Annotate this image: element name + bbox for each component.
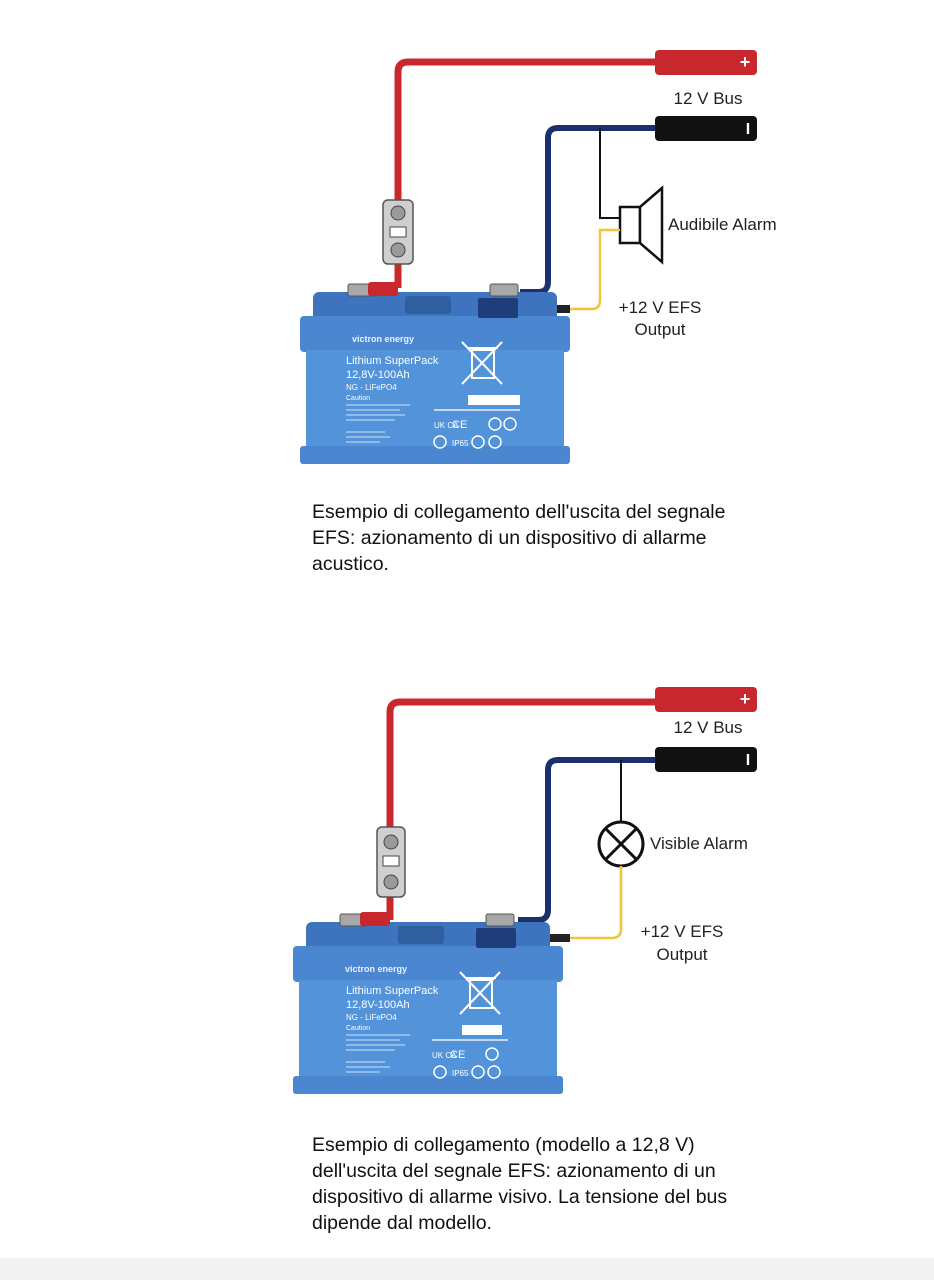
efs-label-line2: Output bbox=[656, 945, 707, 964]
efs-signal-wire bbox=[570, 866, 623, 940]
positive-wire bbox=[394, 58, 660, 288]
battery-rating: 12,8V-100Ah bbox=[346, 999, 410, 1011]
recycle-bin-icon bbox=[461, 341, 503, 385]
page-footer-band bbox=[0, 1258, 934, 1280]
efs-signal-wire bbox=[570, 228, 620, 311]
recycle-bin-icon bbox=[459, 971, 501, 1015]
battery-fine-print bbox=[346, 1034, 410, 1073]
bus-label: 12 V Bus bbox=[674, 718, 743, 737]
negative-wire bbox=[520, 125, 660, 295]
negative-symbol: I bbox=[746, 121, 750, 138]
battery-brand: victron energy bbox=[345, 964, 407, 974]
battery-fine-print bbox=[346, 404, 410, 443]
negative-symbol: I bbox=[746, 752, 750, 769]
certification-marks: UK CA CE IP65 bbox=[432, 1047, 501, 1079]
battery: victron energy Lithium SuperPack 12,8V-1… bbox=[300, 282, 570, 464]
wiring-diagram-2: + 12 V Bus I Visible Alarm +12 V EFS Out… bbox=[293, 687, 757, 1094]
battery-label-strip bbox=[462, 1025, 502, 1035]
battery-rating: 12,8V-100Ah bbox=[346, 369, 410, 381]
positive-terminal: + bbox=[655, 50, 757, 75]
svg-text:UK CA: UK CA bbox=[432, 1051, 457, 1060]
positive-terminal: + bbox=[655, 687, 757, 712]
svg-text:CE: CE bbox=[450, 1049, 465, 1061]
efs-label-line1: +12 V EFS bbox=[619, 298, 702, 317]
positive-symbol: + bbox=[740, 689, 751, 709]
battery-caution: Caution bbox=[346, 1025, 370, 1032]
battery-brand: victron energy bbox=[352, 334, 414, 344]
alarm-label: Visible Alarm bbox=[650, 834, 748, 853]
battery-label-strip bbox=[468, 395, 520, 405]
battery-model: Lithium SuperPack bbox=[346, 355, 439, 367]
svg-text:UK CA: UK CA bbox=[434, 421, 459, 430]
alarm-label: Audibile Alarm bbox=[668, 215, 777, 234]
negative-wire bbox=[518, 757, 660, 923]
bus-label: 12 V Bus bbox=[674, 89, 743, 108]
alarm-ground-wire bbox=[599, 128, 620, 219]
battery-caution: Caution bbox=[346, 395, 370, 402]
lamp-icon bbox=[597, 820, 645, 868]
svg-text:CE: CE bbox=[452, 419, 467, 431]
diagram-visible-alarm: + 12 V Bus I Visible Alarm +12 V EFS Out… bbox=[0, 630, 934, 1250]
positive-symbol: + bbox=[740, 52, 751, 72]
negative-terminal: I bbox=[655, 116, 757, 141]
svg-text:IP65: IP65 bbox=[452, 1069, 469, 1078]
battery-chemistry: NG - LiFePO4 bbox=[346, 1013, 397, 1022]
negative-terminal: I bbox=[655, 747, 757, 772]
diagram-audible-alarm: + 12 V Bus I Audibile Alarm +12 V EFS Ou… bbox=[0, 0, 934, 620]
fuse-holder bbox=[382, 199, 414, 265]
fuse-holder bbox=[376, 826, 406, 898]
battery: victron energy Lithium SuperPack 12,8V-1… bbox=[293, 912, 563, 1094]
wiring-diagram-1: + 12 V Bus I Audibile Alarm +12 V EFS Ou… bbox=[300, 50, 777, 464]
caption-audible-alarm: Esempio di collegamento dell'uscita del … bbox=[312, 501, 726, 575]
efs-label-line1: +12 V EFS bbox=[641, 922, 724, 941]
battery-chemistry: NG - LiFePO4 bbox=[346, 383, 397, 392]
svg-text:IP65: IP65 bbox=[452, 439, 469, 448]
efs-label-line2: Output bbox=[634, 320, 685, 339]
certification-marks: UK CA CE IP65 bbox=[433, 417, 517, 449]
battery-model: Lithium SuperPack bbox=[346, 985, 439, 997]
caption-visible-alarm: Esempio di collegamento (modello a 12,8 … bbox=[312, 1134, 728, 1234]
speaker-icon bbox=[618, 185, 664, 265]
positive-wire bbox=[386, 698, 660, 920]
